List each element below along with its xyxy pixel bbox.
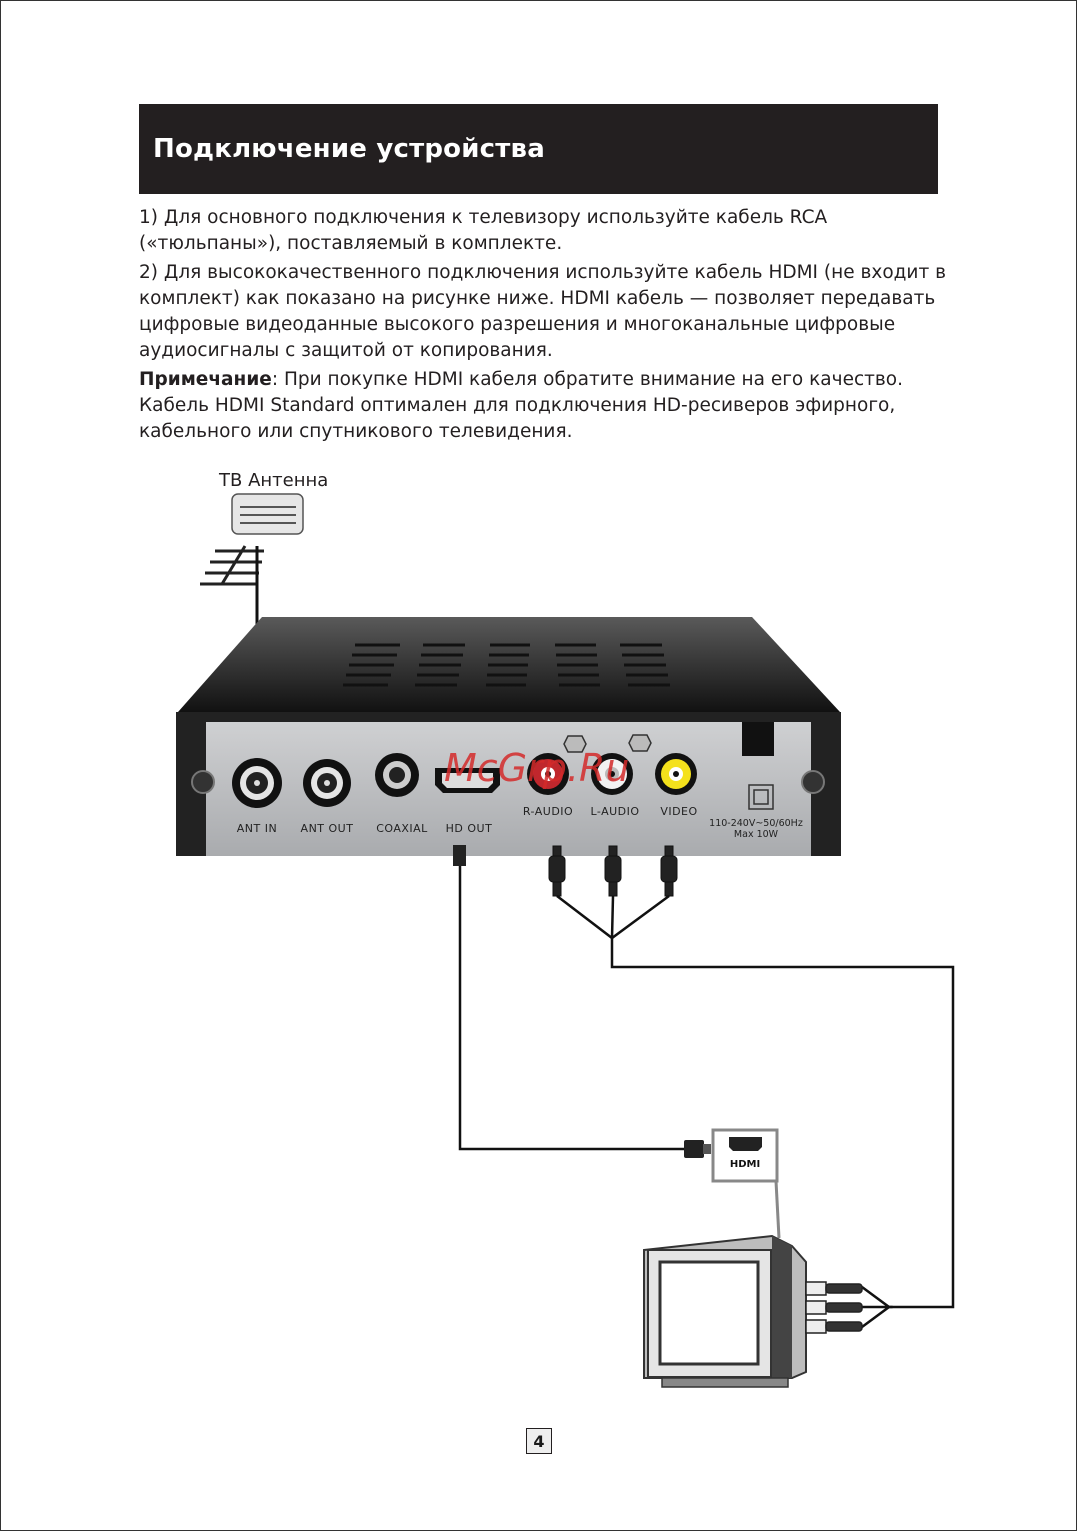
hdmi-port	[435, 768, 500, 793]
page-title: Подключение устройства	[153, 134, 545, 164]
instruction-item-2: 2) Для высококачественного подключения и…	[139, 261, 947, 362]
note-paragraph: Примечание: При покупке HDMI кабеля обра…	[139, 367, 949, 446]
port-label-hd-out: HD OUT	[446, 822, 493, 835]
tv-icon	[643, 1234, 863, 1388]
port-label-video: VIDEO	[660, 805, 697, 818]
port-label-l-audio: L-AUDIO	[590, 805, 639, 818]
power-symbol-icon	[748, 784, 774, 810]
ant-out-port	[303, 759, 351, 807]
power-rating-line-1: 110-240V~50/60Hz	[709, 818, 803, 829]
rca-cable	[548, 845, 955, 1329]
video-port	[655, 753, 697, 795]
port-label-ant-out: ANT OUT	[301, 822, 354, 835]
coaxial-port	[375, 753, 419, 797]
screw-terminal-2	[628, 734, 652, 752]
instructions-text: 1) Для основного подключения к телевизор…	[139, 205, 949, 448]
port-label-ant-in: ANT IN	[237, 822, 277, 835]
vent-grille	[343, 643, 670, 687]
port-label-r-audio: R-AUDIO	[523, 805, 573, 818]
power-rating-line-2: Max 10W	[734, 829, 779, 840]
ant-in-port	[232, 758, 282, 808]
tv-hdmi-label: HDMI	[730, 1159, 760, 1170]
instruction-item-1: 1) Для основного подключения к телевизор…	[139, 207, 828, 255]
antenna-label: ТВ Антенна	[218, 470, 328, 491]
screw-terminal-1	[563, 735, 587, 753]
receiver-box	[176, 617, 841, 856]
watermark: McGrp.Ru	[444, 746, 629, 790]
note-label: Примечание	[139, 368, 272, 390]
tv-hdmi-input-callout: HDMI	[711, 1128, 781, 1239]
hdmi-cable	[453, 845, 711, 1158]
l-audio-port	[591, 753, 633, 795]
connection-diagram: ТВ Антенна	[176, 470, 955, 1388]
section-header: Подключение устройства	[139, 104, 938, 194]
r-audio-port	[527, 753, 569, 795]
page-number: 4	[526, 1428, 552, 1454]
note-text: : При покупке HDMI кабеля обратите внима…	[139, 368, 904, 443]
port-label-coaxial: COAXIAL	[376, 822, 428, 835]
